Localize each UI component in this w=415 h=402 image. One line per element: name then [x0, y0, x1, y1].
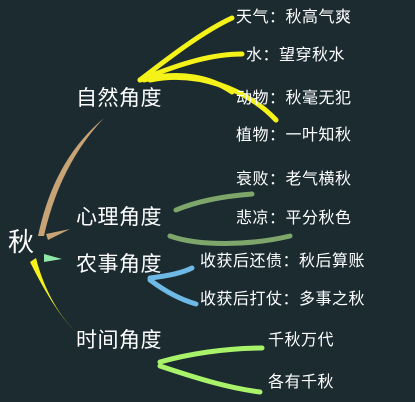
connector-root-farming [44, 254, 62, 262]
leaf-war: 收获后打仗：多事之秋 [200, 289, 366, 308]
root-node: 秋 [8, 228, 35, 258]
leaf-plant: 植物：一叶知秋 [236, 125, 352, 144]
connector-natural-water [137, 51, 245, 83]
leaf-animal: 动物：秋毫无犯 [236, 88, 352, 107]
connector-time-merits [157, 363, 263, 395]
connector-mental-sorrow [167, 233, 293, 246]
branch-natural: 自然角度 [76, 86, 162, 110]
branch-time: 时间角度 [76, 328, 162, 352]
connector-natural-weather [137, 15, 235, 83]
connector-root-time [30, 258, 80, 336]
connector-time-generations [157, 345, 265, 365]
connector-root-natural [38, 118, 104, 236]
leaf-weather: 天气：秋高气爽 [236, 7, 352, 26]
leaf-generations: 千秋万代 [268, 330, 335, 349]
connector-mental-decline [173, 191, 255, 213]
branch-mental: 心理角度 [76, 205, 162, 229]
connector-natural-plant [147, 74, 279, 123]
leaf-decline: 衰败：老气横秋 [236, 169, 352, 188]
leaf-merits: 各有千秋 [268, 372, 335, 391]
connector-root-mental [46, 229, 70, 240]
connector-farming-war [147, 277, 199, 307]
branch-farming: 农事角度 [76, 252, 162, 276]
connector-farming-debt [147, 265, 195, 281]
leaf-water: 水：望穿秋水 [246, 45, 346, 64]
leaf-sorrow: 悲凉：平分秋色 [236, 208, 352, 227]
leaf-debt: 收获后还债：秋后算账 [200, 251, 366, 270]
